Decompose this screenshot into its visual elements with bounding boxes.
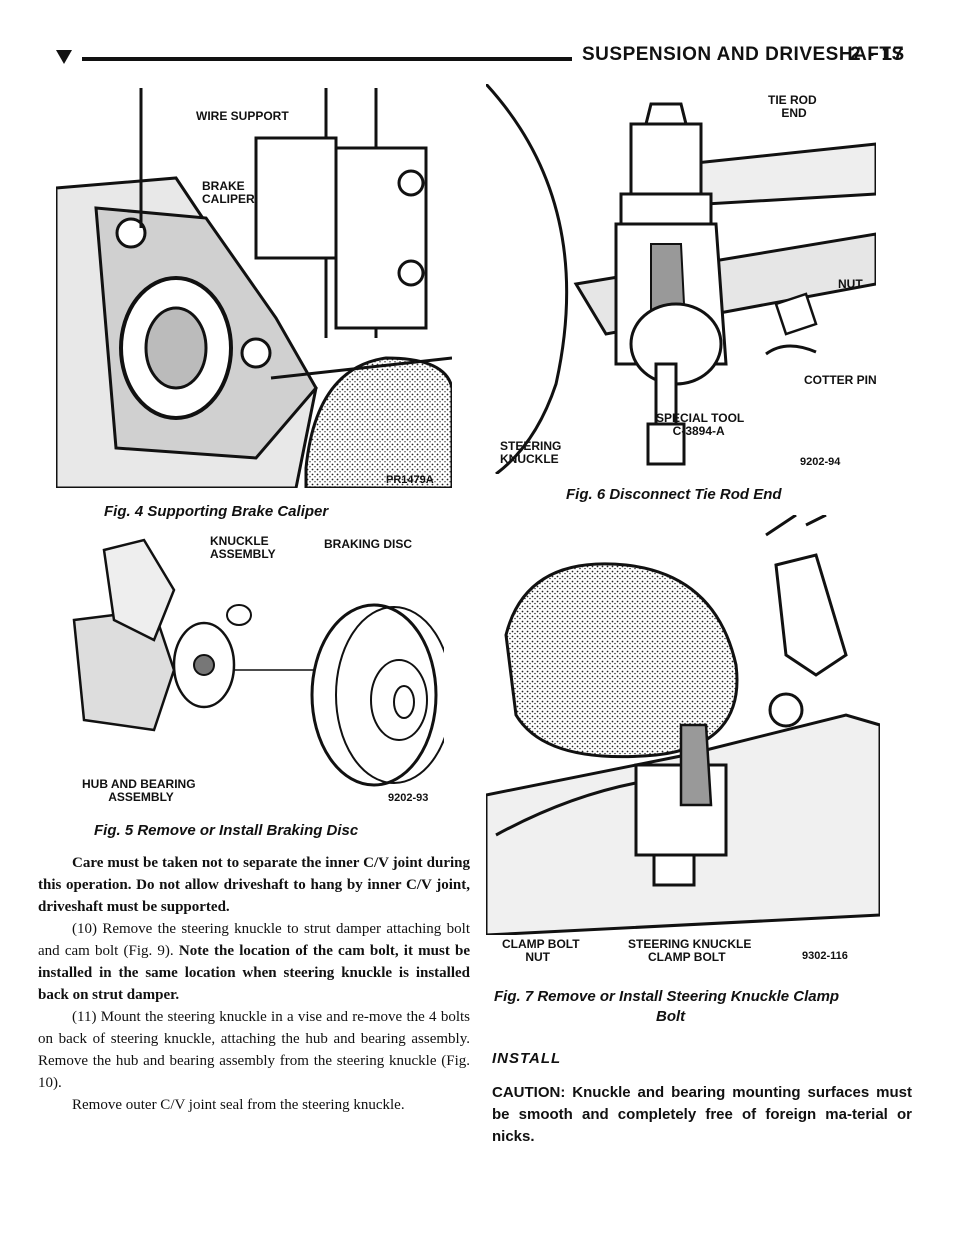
figure-4-caption: Fig. 4 Supporting Brake Caliper: [104, 503, 329, 520]
figure-5-illustration: [64, 530, 444, 805]
figure-7-illustration: [486, 515, 880, 935]
label-fig6-code: 9202-94: [800, 456, 841, 468]
label-clamp-bolt-nut: CLAMP BOLT NUT: [502, 937, 580, 964]
label-steering-knuckle-fig6: STEERING KNUCKLE: [500, 439, 562, 466]
header-rule: [82, 57, 572, 61]
figure-5-caption: Fig. 5 Remove or Install Braking Disc: [94, 822, 359, 839]
figure-7-caption-line2: Bolt: [656, 1008, 686, 1025]
body-text-left: Care must be taken not to separate the i…: [38, 852, 470, 1116]
step-10-text: (10) Remove the steering knuckle to stru…: [38, 921, 470, 959]
label-hub-bearing-assembly: HUB AND BEARING ASSEMBLY: [82, 777, 196, 804]
step-10-paragraph: (10) Remove the steering knuckle to stru…: [38, 918, 470, 1006]
seal-paragraph: Remove outer C/V joint seal from the ste…: [72, 1097, 405, 1113]
label-knuckle-assembly: KNUCKLE ASSEMBLY: [210, 534, 276, 561]
label-braking-disc: BRAKING DISC: [324, 537, 413, 551]
label-special-tool: SPECIAL TOOL C-3894-A: [656, 411, 745, 438]
label-fig4-code: PR1479A: [386, 474, 434, 486]
label-fig7-code: 9302-116: [802, 950, 848, 962]
label-fig5-code: 9202-93: [388, 792, 429, 804]
figure-4-illustration: [56, 88, 452, 488]
page-header: SUSPENSION AND DRIVESHAFTS 2 - 17: [50, 42, 930, 72]
label-wire-support: WIRE SUPPORT: [196, 109, 289, 123]
section-title: SUSPENSION AND DRIVESHAFTS: [582, 44, 905, 65]
caution-paragraph: CAUTION: Knuckle and bearing mounting su…: [492, 1084, 912, 1145]
label-tie-rod-end: TIE ROD END: [768, 93, 817, 120]
step-11-paragraph: (11) Mount the steering knuckle in a vis…: [38, 1009, 470, 1091]
label-nut: NUT: [838, 277, 863, 291]
page-number: 2 - 17: [850, 44, 905, 65]
triangle-marker-icon: [56, 50, 72, 64]
step-10-note: Note the location of the cam bolt, it mu…: [38, 943, 470, 1003]
install-heading: INSTALL: [492, 1050, 562, 1067]
figure-6-illustration: [486, 84, 876, 474]
label-brake-caliper: BRAKE CALIPER: [202, 179, 255, 206]
warning-paragraph: Care must be taken not to separate the i…: [38, 855, 470, 915]
label-knuckle-clamp-bolt: STEERING KNUCKLE CLAMP BOLT: [628, 937, 752, 964]
figure-6-caption: Fig. 6 Disconnect Tie Rod End: [566, 486, 782, 503]
label-cotter-pin: COTTER PIN: [804, 373, 877, 387]
figure-7-caption-line1: Fig. 7 Remove or Install Steering Knuckl…: [494, 988, 840, 1005]
